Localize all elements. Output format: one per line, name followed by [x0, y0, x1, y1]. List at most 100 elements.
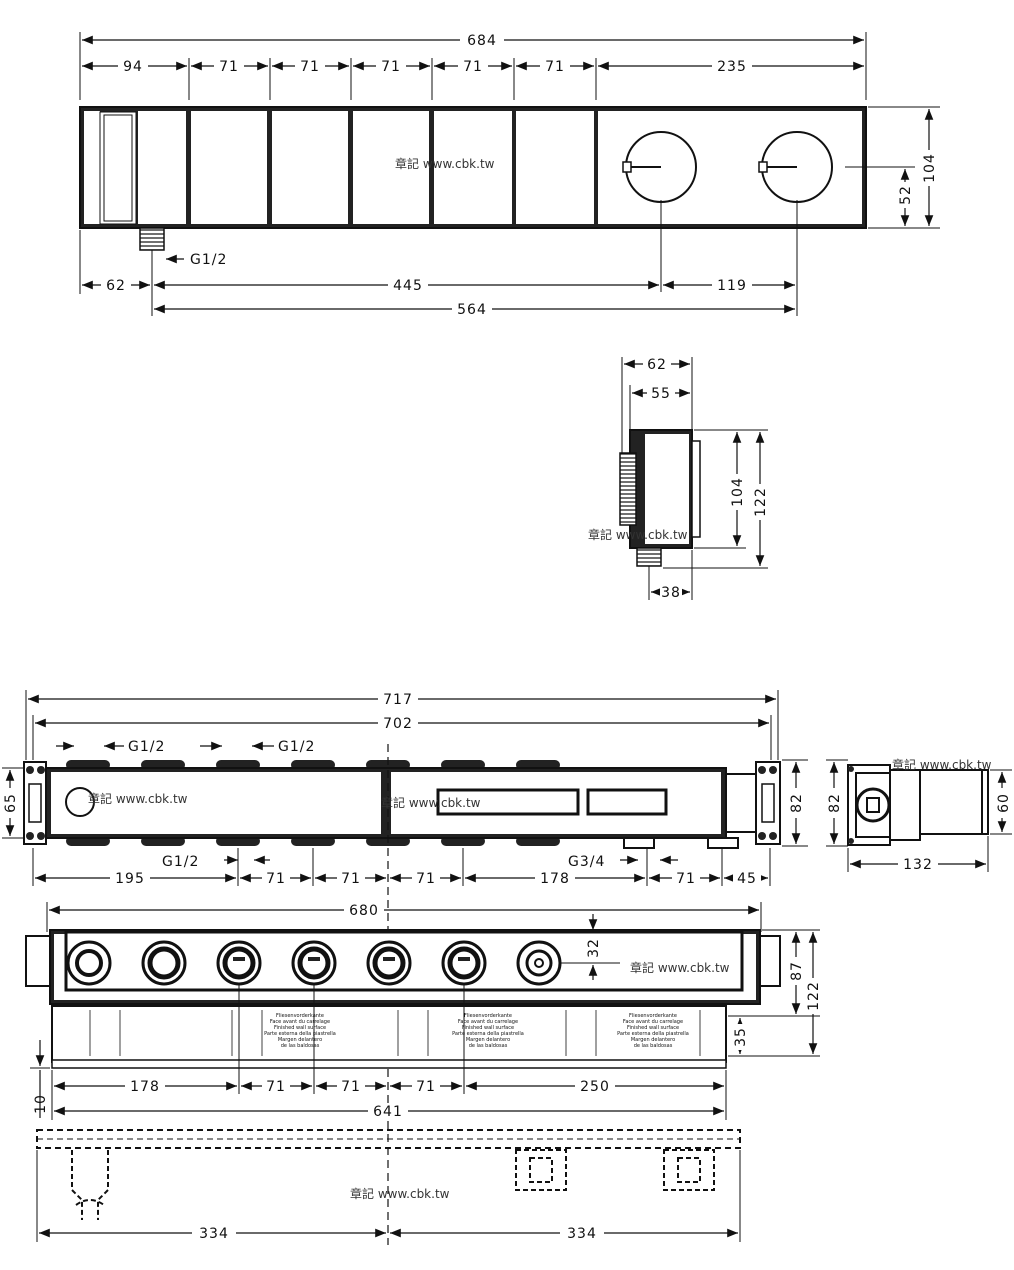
svg-text:de las baldosas: de las baldosas	[634, 1043, 673, 1049]
watermark-side: 章記 www.cbk.tw	[588, 527, 688, 542]
svg-text:Finished wall surface: Finished wall surface	[274, 1025, 326, 1031]
watermark-front: 章記 www.cbk.tw	[395, 156, 495, 171]
watermark-body-top-left: 章記 www.cbk.tw	[88, 791, 188, 806]
dim-front-seg7: 235	[717, 59, 747, 75]
dim-bfront-f3: 71	[341, 1079, 361, 1095]
side-outlet	[636, 547, 662, 567]
dim-bfront-f2: 71	[266, 1079, 286, 1095]
dim-bfront-h1: 87	[789, 961, 805, 981]
dim-front-total: 684	[467, 33, 497, 49]
dim-body-b3: 71	[341, 871, 361, 887]
side-view: 62 55 104 122 38 章記 www.cbk.tw	[588, 356, 769, 601]
body-top-bracket-right	[725, 761, 781, 845]
dim-bfront-total: 680	[349, 903, 379, 919]
dim-mount-right: 334	[567, 1226, 597, 1242]
dim-side-depth-body: 55	[651, 386, 671, 402]
dim-bfront-f1: 178	[130, 1079, 160, 1095]
svg-text:Finished wall surface: Finished wall surface	[627, 1025, 679, 1031]
dim-body-inner: 702	[383, 716, 413, 732]
dim-bfront-overall: 641	[373, 1104, 403, 1120]
dim-front-right-span: 119	[717, 278, 747, 294]
svg-text:Face avant du carrelage: Face avant du carrelage	[270, 1019, 330, 1025]
body-thread-top-left: G1/2	[128, 739, 165, 755]
side-knob	[619, 452, 637, 526]
dim-front-seg5: 71	[463, 59, 483, 75]
dim-mount-left: 334	[199, 1226, 229, 1242]
body-thread-bottom-left: G1/2	[162, 854, 199, 870]
front-thread-label: G1/2	[190, 252, 227, 268]
watermark-body-side: 章記 www.cbk.tw	[892, 757, 992, 772]
svg-text:Margen delantero: Margen delantero	[631, 1037, 675, 1043]
dim-front-height: 104	[922, 153, 938, 183]
dim-front-seg4: 71	[381, 59, 401, 75]
dim-body-b1: 195	[115, 871, 145, 887]
dim-body-b5: 178	[540, 871, 570, 887]
dim-front-half-height: 52	[898, 185, 914, 205]
dim-front-center-span: 445	[393, 278, 423, 294]
dim-front-seg2: 71	[219, 59, 239, 75]
dim-body-b6: 71	[676, 871, 696, 887]
body-front-valves	[66, 940, 562, 986]
body-front-view: 680 32 Fliesenvorderkante Face avant du …	[25, 902, 822, 1120]
tile-board	[51, 1005, 727, 1063]
dim-body-side-height-right: 60	[996, 793, 1012, 813]
dim-bfront-f5: 250	[580, 1079, 610, 1095]
mounting-clip-center	[515, 1149, 567, 1191]
dim-front-seg1: 94	[123, 59, 143, 75]
svg-text:Face avant du carrelage: Face avant du carrelage	[623, 1019, 683, 1025]
body-top-port	[65, 787, 95, 817]
dim-side-height-total: 122	[753, 487, 769, 517]
dim-bfront-left-gap: 10	[33, 1094, 49, 1114]
svg-text:Finished wall surface: Finished wall surface	[462, 1025, 514, 1031]
dim-body-total: 717	[383, 692, 413, 708]
svg-text:Margen delantero: Margen delantero	[466, 1037, 510, 1043]
body-top-bracket-left	[23, 761, 47, 845]
dim-body-b7: 45	[737, 871, 757, 887]
body-top-bottom-dims: 195 71 71 71 178 71 45	[32, 848, 771, 887]
dim-body-b4: 71	[416, 871, 436, 887]
svg-text:Parte esterna della piastrella: Parte esterna della piastrella	[452, 1031, 524, 1037]
dim-body-side-height-left: 82	[827, 793, 843, 813]
svg-text:Parte esterna della piastrella: Parte esterna della piastrella	[617, 1031, 689, 1037]
svg-text:Parte esterna della piastrella: Parte esterna della piastrella	[264, 1031, 336, 1037]
watermark-body-top-center: 章記 www.cbk.tw	[381, 795, 481, 810]
body-thread-bottom-right: G3/4	[568, 854, 605, 870]
svg-text:Margen delantero: Margen delantero	[278, 1037, 322, 1043]
svg-text:de las baldosas: de las baldosas	[281, 1043, 320, 1049]
dim-side-outlet: 38	[661, 585, 681, 601]
front-knob-left	[622, 131, 697, 203]
dim-body-side-depth: 132	[903, 857, 933, 873]
dim-bfront-h2: 122	[806, 981, 822, 1011]
svg-text:Fliesenvorderkante: Fliesenvorderkante	[276, 1013, 324, 1019]
svg-text:Face avant du carrelage: Face avant du carrelage	[458, 1019, 518, 1025]
dim-front-seg6: 71	[545, 59, 565, 75]
mounting-hook-left	[71, 1150, 109, 1220]
mounting-clip-right	[663, 1149, 715, 1191]
dim-body-side-height: 65	[3, 793, 19, 813]
watermark-mounting: 章記 www.cbk.tw	[350, 1186, 450, 1201]
body-front-bottom-dims: 178 71 71 71 250 641	[51, 985, 727, 1120]
svg-text:Fliesenvorderkante: Fliesenvorderkante	[629, 1013, 677, 1019]
dim-bfront-h3: 35	[733, 1027, 749, 1047]
front-segment-dims: 94 71 71 71 71 71 235	[82, 58, 864, 100]
tile-board-label-right: Fliesenvorderkante Face avant du carrela…	[617, 1013, 689, 1049]
dim-side-depth-total: 62	[647, 357, 667, 373]
svg-text:de las baldosas: de las baldosas	[469, 1043, 508, 1049]
dim-bfront-f4: 71	[416, 1079, 436, 1095]
watermark-body-front: 章記 www.cbk.tw	[630, 960, 730, 975]
dim-side-height-body: 104	[730, 477, 746, 507]
body-side-view: 82 60 132 章記 www.cbk.tw	[825, 757, 1012, 873]
tile-board-label-left: Fliesenvorderkante Face avant du carrela…	[264, 1013, 336, 1049]
tile-board-label-center: Fliesenvorderkante Face avant du carrela…	[452, 1013, 524, 1049]
body-thread-top-right: G1/2	[278, 739, 315, 755]
dim-bfront-offset: 32	[586, 938, 602, 958]
dim-front-overall-span: 564	[457, 302, 487, 318]
front-view: 684 94 71 71 71 71	[79, 32, 940, 318]
front-outlet-fitting	[139, 227, 165, 251]
dim-body-height: 82	[789, 793, 805, 813]
dim-front-seg3: 71	[300, 59, 320, 75]
dim-front-left-offset: 62	[106, 278, 126, 294]
mounting-rail-view: 334 334 章記 www.cbk.tw	[36, 1129, 741, 1242]
dim-body-b2: 71	[266, 871, 286, 887]
